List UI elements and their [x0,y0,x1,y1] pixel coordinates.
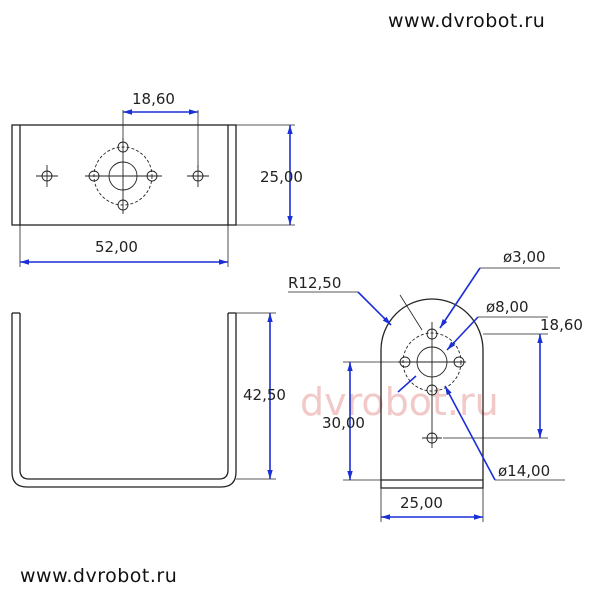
leader-hole-medium [446,316,479,351]
side-view-holes [398,322,466,448]
top-view-center-pattern [85,138,162,214]
dim-hole-small: ø3,00 [503,248,546,266]
leader-radius [357,291,392,326]
side-view-outline [380,298,484,489]
dim-height-front: 42,50 [243,386,286,404]
dim-width-side: 25,00 [400,494,443,512]
site-url-bottom: www.dvrobot.ru [20,565,178,587]
dim-hole-spacing-side: 18,60 [540,316,583,334]
dim-hole-circle: ø14,00 [498,462,550,480]
side-view: R12,50 ø3,00 ø8,00 18,60 30,00 ø14,00 25… [288,248,583,522]
dim-hole-spacing-top: 18,60 [132,90,175,108]
leader-hole-circle [444,385,496,481]
top-view-hole-right [187,165,209,187]
dim-width-top: 52,00 [95,238,138,256]
front-view-inner [19,313,229,480]
dim-height-top: 25,00 [260,168,303,186]
dim-hole-medium: ø8,00 [486,298,529,316]
watermark-text: dvrobot.ru [300,380,499,424]
front-view-outer [11,313,237,488]
top-view-hole-left [36,165,58,187]
leader-hole-small [439,267,481,329]
front-view: 42,50 [11,312,286,488]
dim-radius: R12,50 [288,274,341,292]
top-view-outline [11,124,237,226]
site-url-top: www.dvrobot.ru [388,10,546,32]
dim-height-side: 30,00 [322,414,365,432]
top-view: 18,60 25,00 52,00 [11,90,303,267]
